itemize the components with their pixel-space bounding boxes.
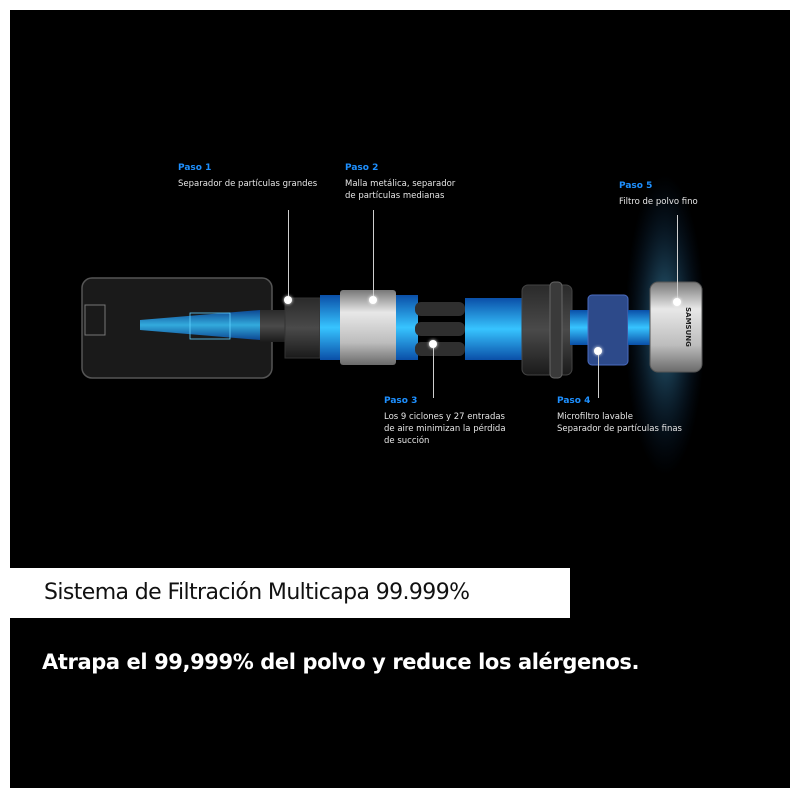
step-4-label: Paso 4 Microfiltro lavable Separador de …	[557, 395, 682, 435]
step-description: Los 9 ciclones y 27 entradas de aire min…	[384, 412, 506, 446]
step-2-leader-line	[373, 210, 374, 296]
headline-claim: Atrapa el 99,999% del polvo y reduce los…	[42, 650, 640, 674]
step-2-marker	[369, 296, 377, 304]
step-description: Malla metálica, separador de partículas …	[345, 179, 456, 201]
step-2-label: Paso 2 Malla metálica, separador de part…	[345, 162, 455, 202]
step-1-marker	[284, 296, 292, 304]
step-5-leader-line	[677, 215, 678, 300]
step-4-leader-line	[598, 355, 599, 398]
step-3-marker	[429, 340, 437, 348]
brand-mark: SAMSUNG	[684, 307, 692, 347]
step-5-label: Paso 5 Filtro de polvo fino	[619, 180, 698, 208]
step-description: Separador de partículas grandes	[178, 179, 318, 189]
step-3-leader-line	[433, 348, 434, 398]
step-3-label: Paso 3 Los 9 ciclones y 27 entradas de a…	[384, 395, 506, 447]
step-1-label: Paso 1 Separador de partículas grandes	[178, 162, 317, 190]
feature-title-banner: Sistema de Filtración Multicapa 99.999%	[10, 568, 570, 618]
step-title: Paso 1	[178, 163, 212, 173]
step-title: Paso 2	[345, 163, 379, 173]
product-image-panel: SAMSUNG Paso 1 Separador de partículas g…	[10, 10, 790, 788]
vacuum-filter-illustration: SAMSUNG	[81, 175, 705, 475]
step-description: Microfiltro lavable Separador de partícu…	[557, 412, 682, 434]
step-1-leader-line	[288, 210, 289, 296]
step-description: Filtro de polvo fino	[619, 197, 698, 207]
step-title: Paso 5	[619, 181, 653, 191]
step-4-marker	[594, 347, 602, 355]
step-5-marker	[673, 298, 681, 306]
feature-title: Sistema de Filtración Multicapa 99.999%	[44, 580, 470, 605]
step-title: Paso 4	[557, 396, 591, 406]
step-title: Paso 3	[384, 396, 418, 406]
